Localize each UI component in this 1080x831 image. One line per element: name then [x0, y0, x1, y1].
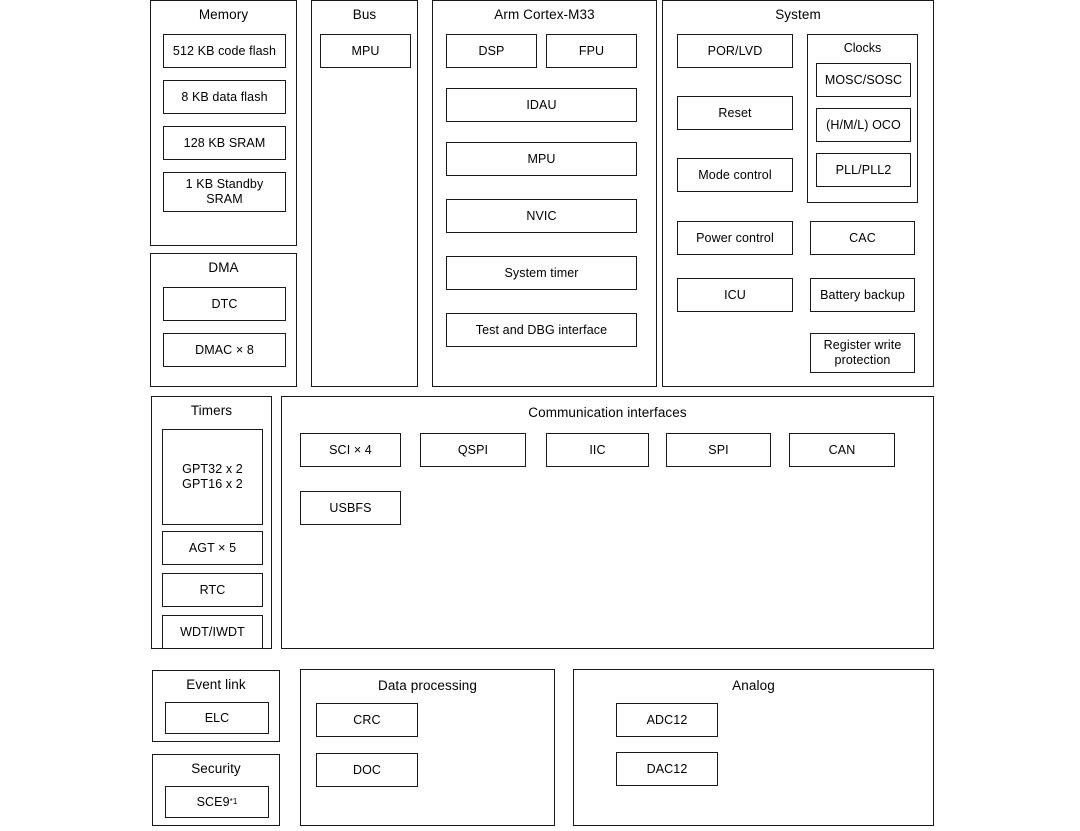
block-adc12: ADC12 [616, 703, 718, 737]
block-cac: CAC [810, 221, 915, 255]
subgroup-clocks-title: Clocks [843, 41, 882, 55]
group-data-processing: Data processing CRC DOC [300, 669, 555, 826]
block-doc: DOC [316, 753, 418, 787]
group-security-title: Security [191, 761, 241, 776]
block-icu: ICU [677, 278, 793, 312]
block-mosc-sosc: MOSC/SOSC [816, 63, 911, 97]
block-battery-backup: Battery backup [810, 278, 915, 312]
group-system-title: System [775, 7, 821, 22]
block-register-write-protection-line1: Register write [823, 338, 902, 352]
block-dtc: DTC [163, 287, 286, 321]
group-bus: Bus MPU [311, 0, 418, 387]
block-dsp: DSP [446, 34, 537, 68]
block-cpu-mpu: MPU [446, 142, 637, 176]
block-por-lvd: POR/LVD [677, 34, 793, 68]
group-communication-interfaces: Communication interfaces SCI × 4 QSPI II… [281, 396, 934, 649]
block-gpt: GPT32 x 2 GPT16 x 2 [162, 429, 263, 525]
group-data-processing-title: Data processing [377, 678, 478, 693]
block-sce9-label: SCE9 [196, 795, 230, 809]
block-rtc: RTC [162, 573, 263, 607]
block-can: CAN [789, 433, 895, 467]
block-standby-sram-line1: 1 KB Standby [185, 177, 264, 191]
block-gpt-line1: GPT32 x 2 [182, 462, 243, 476]
group-timers-title: Timers [190, 403, 233, 418]
group-analog: Analog ADC12 DAC12 [573, 669, 934, 826]
block-crc: CRC [316, 703, 418, 737]
group-bus-title: Bus [352, 7, 377, 22]
block-register-write-protection: Register write protection [810, 333, 915, 373]
block-sce9: SCE9*1 [165, 786, 269, 818]
block-hml-oco: (H/M/L) OCO [816, 108, 911, 142]
block-code-flash: 512 KB code flash [163, 34, 286, 68]
block-data-flash: 8 KB data flash [163, 80, 286, 114]
block-gpt-line2: GPT16 x 2 [182, 477, 243, 491]
group-event-link-title: Event link [186, 677, 246, 692]
block-iic: IIC [546, 433, 649, 467]
block-sram: 128 KB SRAM [163, 126, 286, 160]
block-dmac: DMAC × 8 [163, 333, 286, 367]
block-qspi: QSPI [420, 433, 526, 467]
block-wdt-iwdt: WDT/IWDT [162, 615, 263, 649]
block-nvic: NVIC [446, 199, 637, 233]
block-standby-sram: 1 KB Standby SRAM [163, 172, 286, 212]
block-idau: IDAU [446, 88, 637, 122]
block-spi: SPI [666, 433, 771, 467]
group-communication-interfaces-title: Communication interfaces [528, 405, 687, 420]
block-pll-pll2: PLL/PLL2 [816, 153, 911, 187]
block-reset: Reset [677, 96, 793, 130]
group-system: System POR/LVD Reset Mode control Power … [662, 0, 934, 387]
block-fpu: FPU [546, 34, 637, 68]
group-memory-title: Memory [198, 7, 249, 22]
block-system-timer: System timer [446, 256, 637, 290]
block-dac12: DAC12 [616, 752, 718, 786]
block-test-dbg-interface: Test and DBG interface [446, 313, 637, 347]
group-event-link: Event link ELC [152, 670, 280, 742]
block-power-control: Power control [677, 221, 793, 255]
block-bus-mpu: MPU [320, 34, 411, 68]
block-register-write-protection-line2: protection [834, 353, 891, 367]
group-memory: Memory 512 KB code flash 8 KB data flash… [150, 0, 297, 246]
group-arm-cortex-m33-title: Arm Cortex-M33 [494, 7, 595, 22]
group-dma: DMA DTC DMAC × 8 [150, 253, 297, 387]
group-arm-cortex-m33: Arm Cortex-M33 DSP FPU IDAU MPU NVIC Sys… [432, 0, 657, 387]
block-sci: SCI × 4 [300, 433, 401, 467]
block-mode-control: Mode control [677, 158, 793, 192]
group-analog-title: Analog [732, 678, 775, 693]
block-elc: ELC [165, 702, 269, 734]
subgroup-clocks: Clocks MOSC/SOSC (H/M/L) OCO PLL/PLL2 [807, 34, 918, 203]
group-security: Security SCE9*1 [152, 754, 280, 826]
block-agt: AGT × 5 [162, 531, 263, 565]
block-standby-sram-line2: SRAM [206, 192, 243, 206]
group-timers: Timers GPT32 x 2 GPT16 x 2 AGT × 5 RTC W… [151, 396, 272, 649]
block-usbfs: USBFS [300, 491, 401, 525]
group-dma-title: DMA [208, 260, 239, 275]
